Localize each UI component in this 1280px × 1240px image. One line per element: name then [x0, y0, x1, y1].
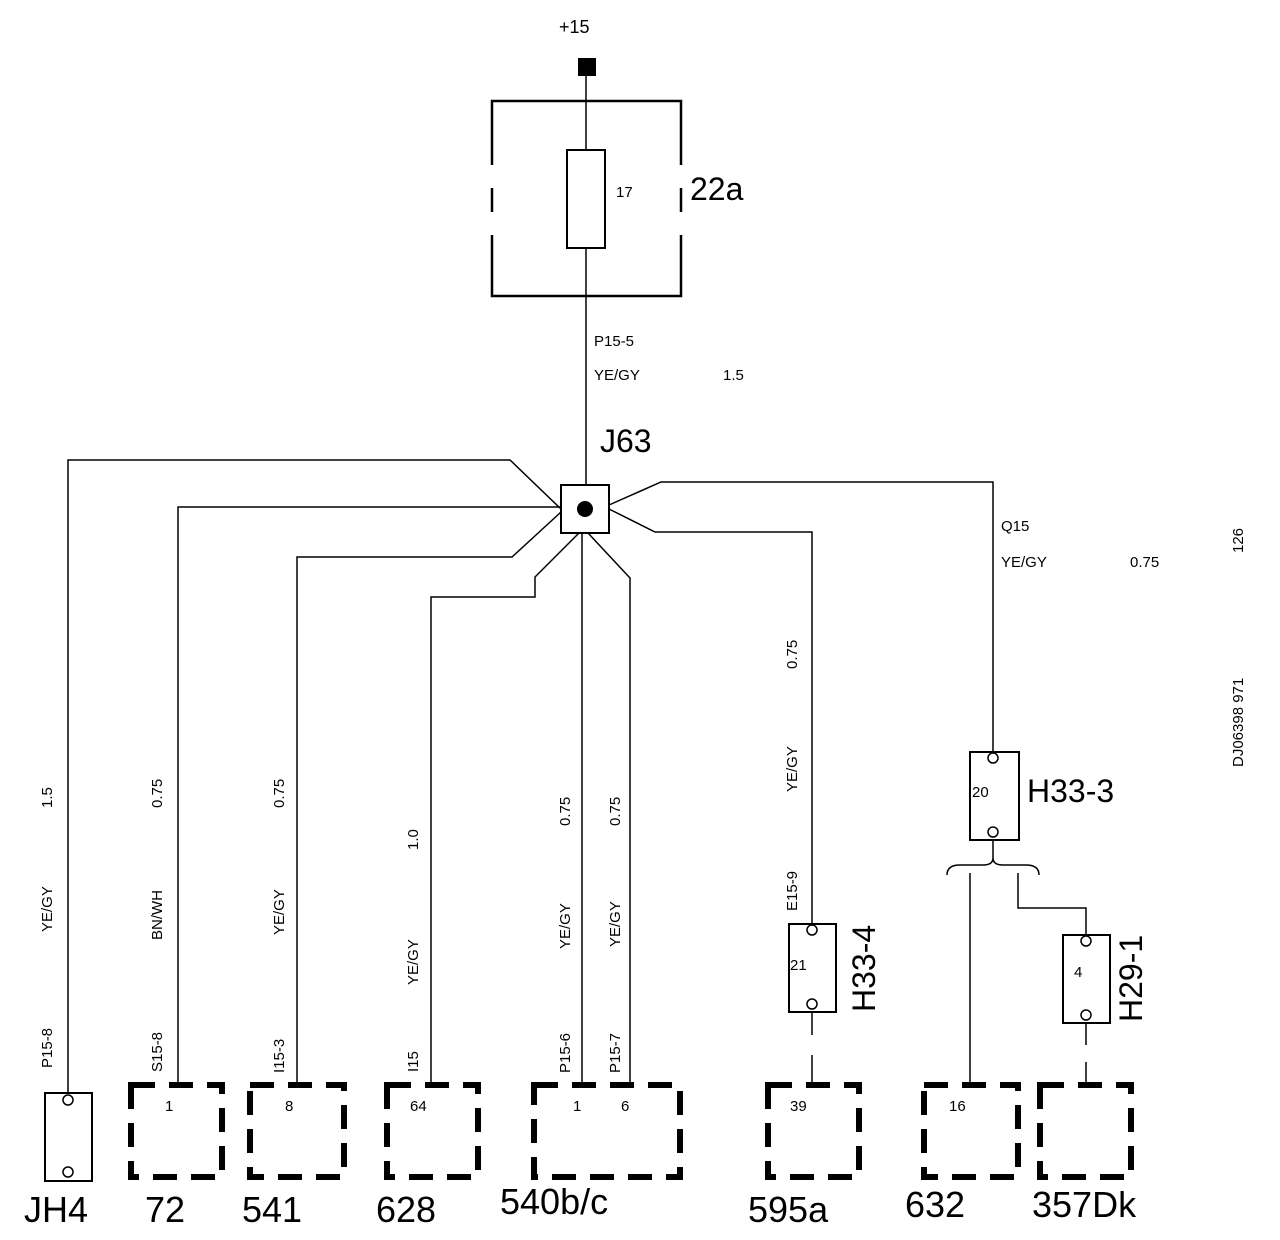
- wire-q15: [608, 481, 994, 754]
- svg-text:0.75: 0.75: [557, 797, 574, 826]
- fuse-element: [566, 149, 606, 249]
- svg-text:YE/GY: YE/GY: [607, 901, 624, 947]
- labels-72: 0.75 BN/WH S15-8: [149, 779, 166, 1072]
- connector-h33-4-label: H33-4: [846, 925, 882, 1012]
- unit-357dk-box: [1037, 1082, 1134, 1180]
- unit-632-box: [921, 1082, 1021, 1180]
- unit-72-box: [128, 1082, 225, 1180]
- document-code: DJ06398 971: [1230, 678, 1247, 767]
- svg-text:1.5: 1.5: [39, 787, 56, 808]
- svg-text:0.75: 0.75: [149, 779, 166, 808]
- unit-540bc-box: [531, 1082, 683, 1180]
- unit-72-pin: 1: [165, 1098, 173, 1115]
- supply-label: +15: [559, 17, 590, 37]
- wire-72: [177, 506, 561, 1085]
- unit-628-pin: 64: [410, 1098, 427, 1115]
- svg-text:0.75: 0.75: [1130, 554, 1159, 571]
- labels-540-b: 0.75 YE/GY P15-7: [607, 797, 624, 1073]
- unit-595a-pin: 39: [790, 1098, 807, 1115]
- unit-540bc-pin-1: 1: [573, 1098, 581, 1115]
- unit-632-label: 632: [905, 1184, 965, 1225]
- connector-h33-3-label: H33-3: [1027, 773, 1114, 809]
- unit-540bc-label: 540b/c: [500, 1181, 608, 1222]
- unit-541-label: 541: [242, 1189, 302, 1230]
- wire-540-b: [587, 532, 631, 1085]
- connector-h29-1-pin: 4: [1074, 964, 1082, 981]
- svg-text:P15-6: P15-6: [557, 1033, 574, 1073]
- splice-label: J63: [600, 423, 652, 459]
- svg-text:YE/GY: YE/GY: [557, 903, 574, 949]
- connector-h33-3: [969, 751, 1020, 841]
- wire-357dk: [1017, 873, 1087, 935]
- wire-595a: [608, 508, 813, 926]
- wire-628: [430, 532, 580, 1085]
- svg-text:YE/GY: YE/GY: [39, 886, 56, 932]
- svg-text:0.75: 0.75: [271, 779, 288, 808]
- unit-540bc-pin-6: 6: [621, 1098, 629, 1115]
- svg-text:0.75: 0.75: [784, 640, 801, 669]
- connector-h29-1-label: H29-1: [1113, 935, 1149, 1022]
- unit-595a-box: [765, 1082, 862, 1180]
- svg-text:E15-9: E15-9: [784, 871, 801, 911]
- connector-h33-4: [788, 923, 837, 1013]
- unit-72-label: 72: [145, 1189, 185, 1230]
- unit-595a-label: 595a: [748, 1189, 829, 1230]
- unit-541-pin: 8: [285, 1098, 293, 1115]
- svg-text:YE/GY: YE/GY: [405, 939, 422, 985]
- svg-text:0.75: 0.75: [607, 797, 624, 826]
- unit-632-pin: 16: [949, 1098, 966, 1115]
- labels-595a: 0.75 YE/GY E15-9: [784, 640, 801, 911]
- unit-628-box: [384, 1082, 481, 1180]
- wire-jh4: [67, 459, 562, 1095]
- connector-h33-4-pin: 21: [790, 957, 807, 974]
- svg-text:BN/WH: BN/WH: [149, 890, 166, 940]
- labels-q15: Q15 YE/GY 0.75: [1001, 518, 1159, 571]
- unit-628-label: 628: [376, 1189, 436, 1230]
- svg-text:S15-8: S15-8: [149, 1032, 166, 1072]
- connector-h33-3-pin: 20: [972, 784, 989, 801]
- unit-jh4-label: JH4: [24, 1189, 88, 1230]
- main-wire-code: P15-5: [594, 333, 634, 350]
- svg-text:1.0: 1.0: [405, 829, 422, 850]
- unit-541-box: [247, 1082, 347, 1180]
- main-wire-size: 1.5: [723, 367, 744, 384]
- page-number: 126: [1230, 528, 1247, 553]
- svg-text:I15: I15: [405, 1051, 422, 1072]
- svg-text:P15-8: P15-8: [39, 1028, 56, 1068]
- unit-357dk-label: 357Dk: [1032, 1184, 1137, 1225]
- fuse-number: 17: [616, 184, 633, 201]
- supply-terminal: [578, 58, 596, 76]
- labels-jh4: 1.5 YE/GY P15-8: [39, 787, 56, 1068]
- svg-text:Q15: Q15: [1001, 518, 1029, 535]
- splice-dot: [577, 501, 593, 517]
- fuse-unit-label: 22a: [690, 171, 744, 207]
- svg-text:YE/GY: YE/GY: [271, 889, 288, 935]
- main-wire-color: YE/GY: [594, 367, 640, 384]
- svg-text:YE/GY: YE/GY: [784, 746, 801, 792]
- wire-541: [296, 511, 562, 1085]
- svg-text:I15-3: I15-3: [271, 1039, 288, 1073]
- labels-628: 1.0 YE/GY I15: [405, 829, 422, 1072]
- split-brace: [946, 857, 1040, 876]
- labels-541: 0.75 YE/GY I15-3: [271, 779, 288, 1073]
- labels-540-a: 0.75 YE/GY P15-6: [557, 797, 574, 1073]
- connector-h29-1: [1062, 934, 1111, 1024]
- svg-text:YE/GY: YE/GY: [1001, 554, 1047, 571]
- svg-text:P15-7: P15-7: [607, 1033, 624, 1073]
